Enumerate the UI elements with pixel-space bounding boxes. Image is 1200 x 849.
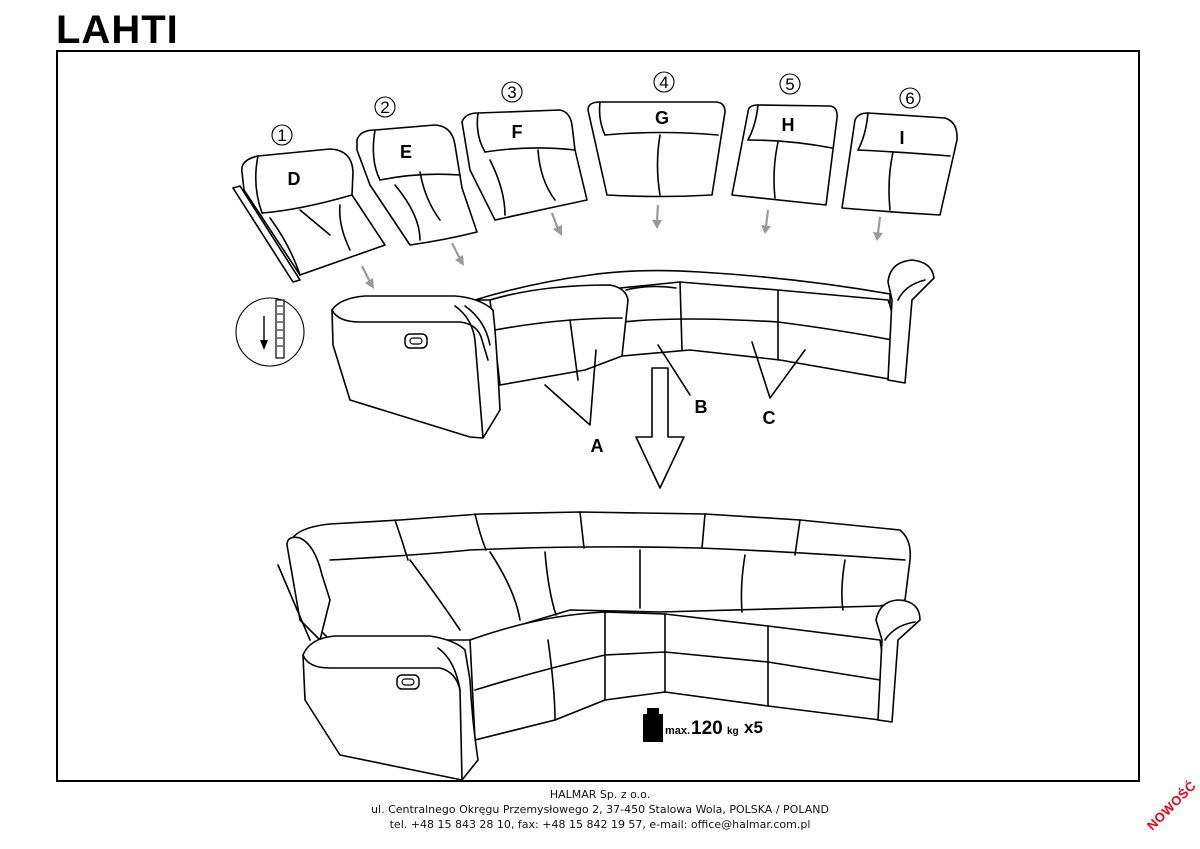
module-label-h: H: [782, 115, 795, 135]
module-e: [356, 124, 478, 246]
diagram-frame: [56, 50, 1140, 782]
module-d: [232, 148, 386, 283]
module-number-1: 1: [277, 126, 286, 145]
weight-icon: [643, 708, 663, 742]
connector-label-b: B: [695, 397, 708, 417]
module-g: [587, 101, 726, 198]
load-prefix: max.: [665, 725, 690, 737]
load-unit: kg: [727, 726, 739, 737]
module-number-3: 3: [507, 83, 516, 102]
sofa-complete: [277, 511, 921, 781]
module-h: [731, 104, 838, 206]
placement-arrows: [361, 204, 883, 289]
product-title: LAHTI: [56, 8, 179, 52]
module-label-g: G: [655, 108, 669, 128]
connector-label-c: C: [763, 408, 776, 428]
module-i: [841, 112, 958, 216]
module-number-circle: [271, 124, 293, 146]
load-multiplier: x5: [744, 718, 763, 737]
module-number-4: 4: [659, 73, 668, 92]
assembly-down-arrow: [635, 367, 685, 489]
connector-label-a: A: [591, 436, 604, 456]
module-label-d: D: [288, 169, 301, 189]
load-value: 120: [691, 718, 723, 739]
module-label-f: F: [512, 122, 523, 142]
connector-detail-circle: [235, 297, 305, 367]
module-number-6: 6: [905, 89, 914, 108]
module-number-5: 5: [785, 75, 794, 94]
module-f: [461, 109, 588, 221]
footer-contact: tel. +48 15 843 28 10, fax: +48 15 842 1…: [389, 818, 811, 831]
module-label-i: I: [899, 128, 904, 148]
module-number-2: 2: [380, 98, 389, 117]
module-label-e: E: [400, 142, 412, 162]
sofa-partial: [331, 259, 935, 439]
footer-address: ul. Centralnego Okręgu Przemysłowego 2, …: [371, 803, 829, 816]
footer-company: HALMAR Sp. z o.o.: [549, 788, 651, 801]
